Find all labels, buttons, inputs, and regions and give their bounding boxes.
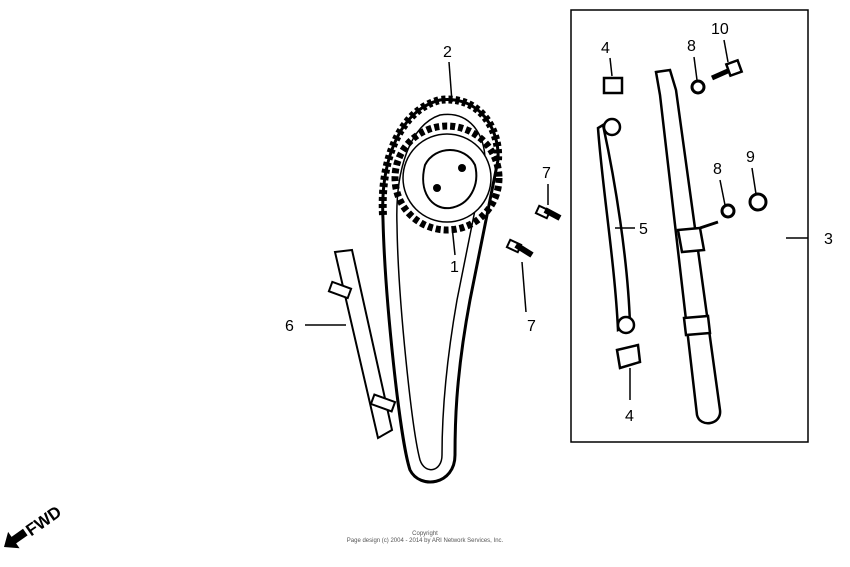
callout-8-lower: 8	[713, 161, 722, 178]
copyright-line-2: Page design (c) 2004 - 2014 by ARI Netwo…	[346, 538, 504, 544]
callout-7-upper: 7	[542, 165, 551, 182]
callout-4-upper: 4	[601, 40, 610, 57]
assembly-box	[570, 9, 809, 443]
forward-arrow: FWD	[4, 502, 65, 549]
clip-4-upper	[602, 76, 624, 95]
callout-9: 9	[746, 149, 755, 166]
tensioner-arm	[654, 68, 722, 425]
clip-4-lower	[615, 343, 642, 370]
callout-2: 2	[443, 44, 452, 61]
copyright-line-1: Copyright	[412, 531, 438, 537]
callout-1: 1	[450, 259, 459, 276]
cam-sprocket	[391, 122, 503, 234]
callout-10: 10	[711, 21, 729, 38]
bolt-10	[710, 58, 744, 81]
arrow-icon	[4, 528, 28, 549]
cam-chain	[378, 95, 503, 484]
tensioner-slider	[596, 117, 636, 335]
callout-3: 3	[824, 231, 833, 248]
bolt-7-lower	[505, 238, 534, 258]
chain-guide	[327, 248, 397, 440]
washer-8-upper	[690, 79, 706, 95]
callout-7-lower: 7	[527, 318, 536, 335]
bolt-7-upper	[534, 204, 562, 221]
callout-5: 5	[639, 221, 648, 238]
copyright-footer: Copyright Page design (c) 2004 - 2014 by…	[0, 531, 850, 545]
callout-4-lower: 4	[625, 408, 634, 425]
nut-9	[748, 192, 768, 212]
callout-6: 6	[285, 318, 294, 335]
callout-8-upper: 8	[687, 38, 696, 55]
washer-8-lower	[720, 203, 736, 219]
leader-lines	[305, 39, 808, 400]
